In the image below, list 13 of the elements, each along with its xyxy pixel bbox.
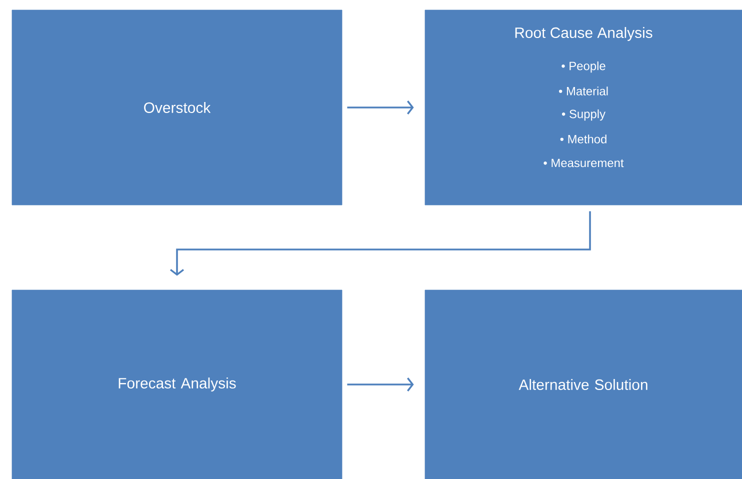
process-box: Forecast Analysis — [12, 290, 342, 479]
list-item: • Material — [558, 86, 608, 96]
arrow — [347, 100, 414, 115]
arrow — [347, 377, 414, 392]
process-box — [424, 10, 742, 206]
arrow — [170, 211, 591, 276]
box-heading: Root Cause Analysis — [515, 27, 652, 41]
list-item: • Method — [560, 134, 606, 144]
list-item: • Supply — [562, 109, 606, 121]
process-box: Alternative Solution — [424, 290, 742, 479]
list-item: • Measurement — [544, 158, 624, 168]
list-item: • People — [562, 61, 606, 73]
process-box: Overstock — [12, 10, 342, 206]
